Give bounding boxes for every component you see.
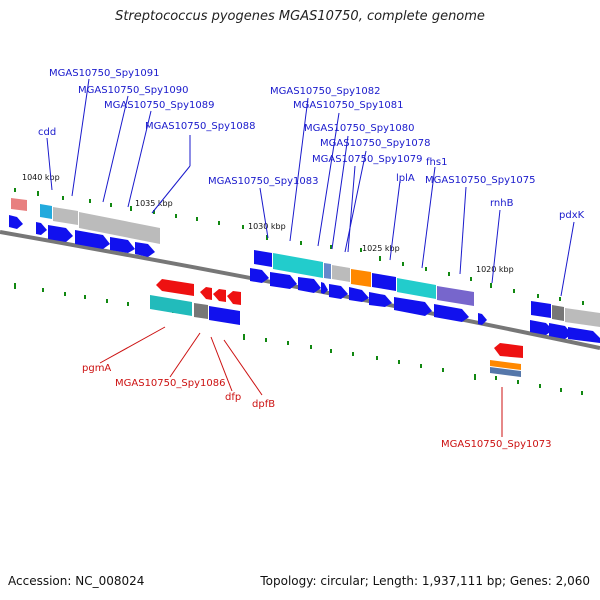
gene-label-spy1090: MGAS10750_Spy1090	[78, 85, 188, 96]
gene-arrow	[250, 268, 269, 283]
gene-label-spy1073: MGAS10750_Spy1073	[441, 439, 551, 450]
gene-feature	[53, 207, 78, 225]
gene-feature	[372, 273, 396, 291]
gene-arrow	[369, 292, 392, 307]
gene-arrow	[298, 277, 321, 293]
reverse-gene-arrow	[227, 291, 241, 305]
tick-label-1020: 1020 kbp	[476, 265, 514, 274]
map-title: Streptococcus pyogenes MGAS10750, comple…	[115, 9, 485, 24]
reverse-gene-arrow	[213, 289, 226, 302]
reverse-gene-arrow	[494, 343, 523, 358]
reverse-gene-row	[150, 279, 523, 377]
gene-feature	[332, 265, 350, 282]
gene-arrow	[549, 323, 572, 339]
tick-label-1025: 1025 kbp	[362, 244, 400, 253]
gene-label-fhs1: fhs1	[426, 157, 447, 168]
gene-label-dfp: dfp	[225, 392, 241, 403]
gene-label-spy1089: MGAS10750_Spy1089	[104, 100, 214, 111]
gene-arrow	[329, 284, 348, 299]
gene-feature	[254, 250, 272, 267]
gene-feature	[437, 286, 474, 306]
gene-feature	[531, 301, 551, 318]
gene-arrow	[478, 313, 487, 325]
gene-arrow	[9, 215, 23, 229]
reverse-gene-arrow	[200, 287, 212, 300]
tick-label-1040: 1040 kbp	[22, 173, 60, 182]
gene-arrow	[349, 287, 369, 302]
gene-label-cdd: cdd	[38, 127, 56, 138]
gene-label-rnhB: rnhB	[490, 198, 514, 209]
tick-label-1030: 1030 kbp	[248, 222, 286, 231]
reverse-gene-feature	[490, 367, 521, 377]
gene-feature	[324, 263, 331, 279]
gene-feature	[397, 278, 436, 299]
gene-label-dpfB: dpfB	[252, 399, 275, 410]
gene-feature	[11, 198, 27, 211]
gene-feature	[552, 305, 564, 321]
gene-label-spy1083: MGAS10750_Spy1083	[208, 176, 318, 187]
gene-arrow	[36, 222, 47, 235]
gene-arrow	[321, 282, 328, 294]
forward-leader-lines	[46, 78, 575, 297]
gene-arrow	[48, 225, 73, 242]
lower-tick-row	[14, 283, 583, 395]
forward-arrow-row	[9, 215, 600, 343]
gene-feature	[40, 204, 52, 219]
gene-arrow	[530, 320, 553, 335]
gene-feature	[273, 253, 323, 278]
reverse-gene-feature	[209, 306, 240, 325]
gene-feature	[565, 308, 600, 327]
gene-label-spy1080: MGAS10750_Spy1080	[304, 123, 414, 134]
gene-arrow	[270, 272, 297, 289]
gene-label-spy1081: MGAS10750_Spy1081	[293, 100, 403, 111]
forward-feature-row	[11, 198, 600, 327]
gene-arrow	[568, 327, 600, 343]
gene-label-spy1078: MGAS10750_Spy1078	[320, 138, 430, 149]
gene-label-spy1091: MGAS10750_Spy1091	[49, 68, 159, 79]
gene-label-lplA: lplA	[396, 173, 415, 184]
gene-arrow	[394, 297, 432, 316]
gene-label-spy1088: MGAS10750_Spy1088	[145, 121, 255, 132]
reverse-labels: pgmA MGAS10750_Spy1086 dfp dpfB MGAS1075…	[82, 363, 551, 450]
reverse-gene-feature	[490, 360, 521, 370]
gene-label-spy1082: MGAS10750_Spy1082	[270, 86, 380, 97]
gene-label-pdxK: pdxK	[559, 210, 585, 221]
gene-feature	[351, 269, 371, 287]
gene-arrow	[135, 242, 155, 257]
upper-tick-row	[14, 188, 584, 305]
reverse-leader-lines	[99, 326, 503, 437]
gene-label-spy1075: MGAS10750_Spy1075	[425, 175, 535, 186]
gene-label-spy1086: MGAS10750_Spy1086	[115, 378, 225, 389]
gene-feature	[79, 212, 160, 244]
accession-text: Accession: NC_008024	[8, 574, 145, 588]
gene-label-pgmA: pgmA	[82, 363, 111, 374]
gene-arrow	[434, 304, 469, 322]
forward-labels: cdd MGAS10750_Spy1091 MGAS10750_Spy1090 …	[38, 68, 585, 221]
reverse-gene-feature	[194, 303, 208, 319]
gene-arrow	[75, 230, 110, 249]
reverse-gene-feature	[150, 295, 192, 316]
topology-text: Topology: circular; Length: 1,937,111 bp…	[260, 574, 590, 588]
tick-label-1035: 1035 kbp	[135, 199, 173, 208]
gene-label-spy1079: MGAS10750_Spy1079	[312, 154, 422, 165]
gene-arrow	[110, 237, 135, 253]
reverse-gene-arrow	[156, 279, 194, 296]
